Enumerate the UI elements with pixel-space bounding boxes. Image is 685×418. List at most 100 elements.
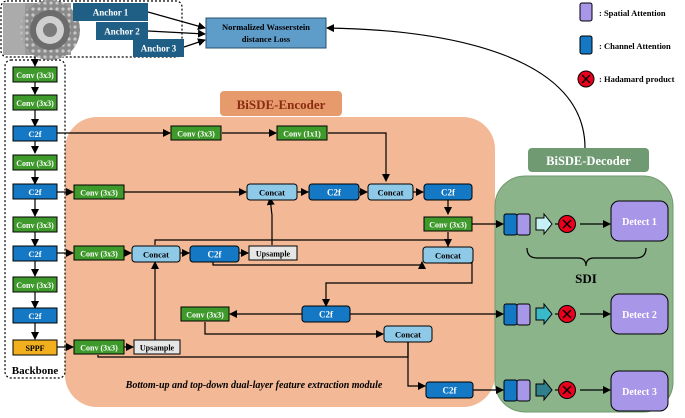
enc-conv3-row2: Conv (3x3) — [73, 184, 125, 200]
backbone-sppf: SPPF — [12, 339, 58, 356]
enc-conv3-row3: Conv (3x3) — [73, 245, 125, 261]
enc-c2f-row2b: C2f — [423, 183, 473, 201]
svg-text:: Hadamard product: : Hadamard product — [599, 74, 675, 84]
flow-arrow-2 — [535, 302, 553, 326]
spatial-attention-swatch — [579, 2, 593, 22]
enc-c2f-row5: C2f — [425, 381, 474, 399]
backbone-conv-1: Conv (3x3) — [12, 66, 58, 83]
svg-text:Detect 1: Detect 1 — [622, 217, 657, 228]
svg-text:Upsample: Upsample — [256, 250, 291, 259]
svg-text:Detect 2: Detect 2 — [622, 310, 657, 321]
svg-text:BiSDE-Decoder: BiSDE-Decoder — [546, 154, 631, 168]
svg-text:Concat: Concat — [435, 251, 461, 261]
anchor-3: Anchor 3 — [133, 39, 184, 57]
svg-text:Conv (3x3): Conv (3x3) — [429, 221, 467, 230]
svg-text:Conv (3x3): Conv (3x3) — [16, 99, 54, 108]
channel-attention-3 — [503, 379, 518, 402]
hadamard-icon-3 — [558, 381, 576, 399]
spatial-attention-1 — [516, 213, 531, 236]
backbone-c2f-3: C2f — [12, 245, 58, 262]
svg-text:Conv (1x1): Conv (1x1) — [283, 130, 321, 139]
backbone-conv-3: Conv (3x3) — [12, 154, 58, 171]
connector-lines — [31, 11, 647, 394]
enc-concat-row3a: Concat — [131, 245, 181, 263]
decoder-branch-2: Detect 2 — [503, 293, 669, 335]
enc-conv3-top: Conv (3x3) — [170, 125, 222, 141]
svg-text:Conv (3x3): Conv (3x3) — [16, 159, 54, 168]
svg-text:Conv (3x3): Conv (3x3) — [80, 250, 118, 259]
spatial-attention-3 — [516, 379, 531, 402]
svg-text:C2f: C2f — [28, 311, 41, 321]
enc-concat-row3b: Concat — [422, 246, 474, 264]
svg-text:Conv (3x3): Conv (3x3) — [186, 311, 224, 320]
backbone-c2f-1: C2f — [12, 125, 58, 142]
svg-text:Conv (3x3): Conv (3x3) — [80, 189, 118, 198]
svg-text:Conv (3x3): Conv (3x3) — [177, 130, 215, 139]
backbone-title: Backbone — [12, 365, 59, 377]
encoder-caption: Bottom-up and top-down dual-layer featur… — [125, 380, 383, 391]
svg-text:C2f: C2f — [319, 310, 334, 320]
backbone-conv-2: Conv (3x3) — [12, 94, 58, 111]
decoder-title: BiSDE-Decoder — [528, 148, 649, 172]
enc-conv3-row5: Conv (3x3) — [73, 339, 125, 355]
backbone-conv-4: Conv (3x3) — [12, 216, 58, 233]
flow-arrow-1 — [535, 212, 553, 236]
svg-text:Concat: Concat — [143, 250, 169, 260]
decoder-branch-3: Detect 3 — [503, 370, 669, 412]
enc-conv3-right: Conv (3x3) — [423, 216, 473, 232]
encoder-title: BiSDE-Encoder — [220, 91, 342, 116]
svg-text:Detect 3: Detect 3 — [622, 387, 657, 398]
svg-text:SPPF: SPPF — [25, 344, 44, 353]
svg-text:Anchor 3: Anchor 3 — [141, 44, 177, 54]
input-dashed-region — [0, 0, 183, 58]
decoder-branch-1: Detect 1 — [503, 200, 669, 242]
hadamard-icon-2 — [558, 305, 576, 323]
svg-text:C2f: C2f — [327, 188, 342, 198]
svg-text:Normalized Wasserstein: Normalized Wasserstein — [222, 22, 310, 32]
enc-concat-row4: Concat — [383, 325, 433, 343]
enc-upsample-row5: Upsample — [133, 339, 181, 355]
backbone-c2f-4: C2f — [12, 307, 58, 324]
enc-c2f-row3: C2f — [189, 245, 240, 263]
anchor-1: Anchor 1 — [73, 3, 148, 21]
input-image — [3, 0, 80, 60]
anchor-2: Anchor 2 — [96, 22, 148, 40]
svg-text:BiSDE-Encoder: BiSDE-Encoder — [237, 97, 326, 112]
channel-attention-1 — [503, 213, 518, 236]
encoder-blocks: Conv (3x3) Conv (1x1) Conv (3x3) Concat … — [73, 125, 474, 399]
legend: : Spatial Attention : Channel Attention … — [577, 2, 675, 88]
svg-text:Concat: Concat — [395, 330, 421, 340]
flow-arrow-3 — [535, 378, 553, 402]
detect-head-3: Detect 3 — [610, 370, 669, 412]
backbone-conv-5: Conv (3x3) — [12, 276, 58, 293]
enc-upsample-row3: Upsample — [248, 245, 298, 261]
svg-text:Conv (3x3): Conv (3x3) — [16, 221, 54, 230]
wasserstein-loss-box: Normalized Wasserstein distance Loss — [205, 17, 327, 49]
svg-text:C2f: C2f — [28, 249, 41, 259]
svg-text:Anchor 1: Anchor 1 — [93, 8, 129, 18]
enc-concat-row2a: Concat — [246, 183, 298, 201]
svg-text:distance Loss: distance Loss — [242, 34, 291, 44]
svg-text:C2f: C2f — [208, 250, 223, 260]
channel-attention-2 — [503, 303, 518, 326]
svg-text:Conv (3x3): Conv (3x3) — [80, 344, 118, 353]
svg-text:: Channel Attention: : Channel Attention — [599, 41, 671, 51]
backbone-c2f-2: C2f — [12, 183, 58, 200]
hadamard-icon-1 — [558, 215, 576, 233]
detect-head-2: Detect 2 — [610, 293, 669, 335]
enc-conv1-top: Conv (1x1) — [276, 125, 328, 141]
hadamard-icon — [577, 70, 595, 88]
svg-text:C2f: C2f — [28, 129, 41, 139]
spatial-attention-2 — [516, 303, 531, 326]
sdi-label: SDI — [575, 271, 597, 286]
svg-text:: Spatial Attention: : Spatial Attention — [599, 8, 666, 18]
svg-text:Upsample: Upsample — [140, 344, 175, 353]
svg-text:Conv (3x3): Conv (3x3) — [16, 71, 54, 80]
enc-conv3-row4: Conv (3x3) — [180, 306, 230, 322]
channel-attention-swatch — [579, 35, 593, 55]
backbone-blocks: Conv (3x3) Conv (3x3) C2f Conv (3x3) C2f… — [12, 66, 58, 356]
svg-text:Conv (3x3): Conv (3x3) — [16, 281, 54, 290]
svg-text:Concat: Concat — [259, 188, 285, 198]
enc-c2f-row4: C2f — [301, 305, 351, 323]
